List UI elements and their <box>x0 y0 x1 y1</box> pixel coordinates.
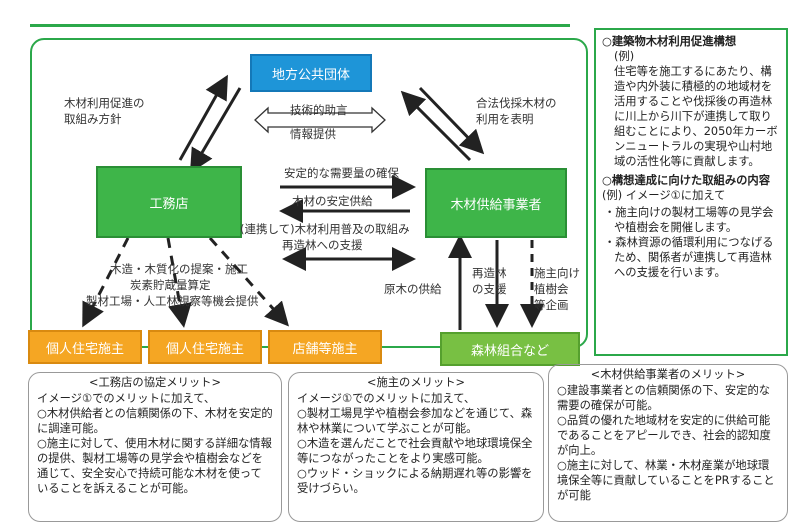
merit-panel-contractor: <工務店の協定メリット> イメージ①でのメリットに加えて、 ○木材供給者との信頼… <box>28 372 282 522</box>
merit-supplier-line-1: ○建設事業者との信頼関係の下、安定的な需要の確保が可能。 <box>557 384 771 412</box>
label-supplier-gov-1: 合法伐採木材の <box>476 96 557 110</box>
top-rule <box>30 24 570 27</box>
node-wood-supplier: 木材供給事業者 <box>425 168 567 238</box>
arrow-contractor-to-gov <box>178 74 228 161</box>
merit-contractor-line-3: ○施主に対して、使用木材に関する詳細な情報の提供、製材工場等の見学会や植樹会など… <box>37 437 272 495</box>
concept-title: ○建築物木材利用促進構想 <box>602 35 737 48</box>
merit-client-line-2: ○製材工場見学や植樹会参加などを通じて、森林や林業について学ぶことが可能。 <box>297 407 533 435</box>
arrow-gov-to-contractor <box>189 87 242 174</box>
merit-panel-client: <施主のメリット> イメージ①でのメリットに加えて、 ○製材工場見学や植樹会参加… <box>288 372 544 522</box>
node-client-2: 個人住宅施主 <box>148 330 262 364</box>
label-supply: 木材の安定供給 <box>292 194 373 208</box>
label-supplier-gov-2: 利用を表明 <box>476 112 534 126</box>
merit-contractor-line-1: イメージ①でのメリットに加えて、 <box>37 392 216 405</box>
label-proposal-1: 木造・木質化の提案・施工 <box>110 262 248 276</box>
merit-supplier-line-2: ○品質の優れた地域材を安定的に供給可能であることをアピールでき、社会的認知度が向… <box>557 414 771 457</box>
label-log-supply: 原木の供給 <box>384 282 442 296</box>
merit-client-title: <施主のメリット> <box>366 376 465 389</box>
label-proposal-3: 製材工場・人工林視察等機会提供 <box>86 294 259 308</box>
label-proposal-2: 炭素貯蔵量算定 <box>130 278 211 292</box>
arrow-to-client3 <box>208 237 289 327</box>
node-client-3: 店舗等施主 <box>268 330 382 364</box>
merit-contractor-title: <工務店の協定メリット> <box>89 376 221 389</box>
concept-section2-example: (例) イメージ①に加えて <box>602 189 726 202</box>
merit-supplier-line-3: ○施主に対して、林業・木材産業が地球環境保全等に貢献していることをPRすることが… <box>557 459 775 502</box>
merit-contractor-line-2: ○木材供給者との信頼関係の下、木材を安定的に調達可能。 <box>37 407 273 435</box>
node-local-government: 地方公共団体 <box>250 54 372 92</box>
label-tech-2: 情報提供 <box>290 127 336 141</box>
concept-panel: ○建築物木材利用促進構想 (例) 住宅等を施工するにあたり、構造や内外装に積極的… <box>594 28 788 356</box>
arrow-to-client2 <box>166 237 192 328</box>
concept-section2: ○構想達成に向けた取組みの内容 <box>602 174 771 187</box>
label-tech-1: 技術的助言 <box>290 103 348 117</box>
merit-client-line-3: ○木造を選んだことで社会貢献や地球環境保全等につながったことをより実感可能。 <box>297 437 533 465</box>
node-client-1: 個人住宅施主 <box>28 330 142 364</box>
label-demand: 安定的な需要量の確保 <box>284 166 399 180</box>
label-gov-policy-2: 取組み方針 <box>64 112 122 126</box>
tech-double-arrow <box>254 106 386 134</box>
label-events-3: 等企画 <box>534 298 569 312</box>
merit-supplier-title: <木材供給事業者のメリット> <box>590 368 746 381</box>
label-events-1: 施主向け <box>534 266 580 280</box>
label-gov-policy-1: 木材利用促進の <box>64 96 145 110</box>
concept-bullet-1: ・施主向けの製材工場等の見学会や植樹会を開催します。 <box>604 206 774 234</box>
label-events-2: 植樹会 <box>534 282 569 296</box>
label-reforest-1: 再造林 <box>472 266 507 280</box>
concept-body: 住宅等を施工するにあたり、構造や内外装に積極的の地域材を活用することや伐採後の再… <box>614 65 778 168</box>
concept-bullet-2: ・森林資源の循環利用につなげるため、関係者が連携して再造林への支援を行います。 <box>604 236 774 279</box>
arrow-gov-to-supplier <box>418 86 485 155</box>
node-contractor: 工務店 <box>96 166 242 238</box>
merit-panel-supplier: <木材供給事業者のメリット> ○建設事業者との信頼関係の下、安定的な需要の確保が… <box>548 364 788 522</box>
merit-client-line-1: イメージ①でのメリットに加えて、 <box>297 392 476 405</box>
label-reforest-2: の支援 <box>472 282 507 296</box>
arrow-to-client1 <box>82 237 130 328</box>
node-forest-association: 森林組合など <box>440 332 580 366</box>
merit-client-line-4: ○ウッド・ショックによる納期遅れ等の影響を受けづらい。 <box>297 467 533 495</box>
label-collab-2: 再造林への支援 <box>282 238 363 252</box>
concept-example: (例) <box>614 50 635 63</box>
label-collab-1: (連携して)木材利用普及の取組み <box>240 222 410 236</box>
